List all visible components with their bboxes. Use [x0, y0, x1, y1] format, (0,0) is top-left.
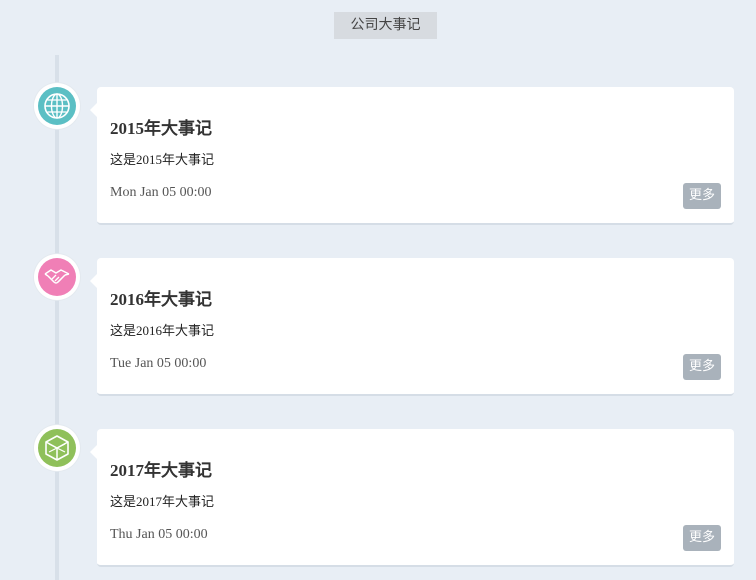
- more-button[interactable]: 更多: [683, 354, 721, 380]
- event-title: 2015年大事记: [110, 119, 212, 138]
- timeline-node-2015: [34, 83, 80, 129]
- event-title: 2016年大事记: [110, 290, 212, 309]
- event-title: 2017年大事记: [110, 461, 212, 480]
- event-date: Thu Jan 05 00:00: [110, 527, 208, 542]
- handshake-icon: [38, 258, 76, 296]
- page-title: 公司大事记: [334, 12, 437, 39]
- event-description: 这是2016年大事记: [110, 323, 215, 338]
- more-button[interactable]: 更多: [683, 183, 721, 209]
- event-description: 这是2017年大事记: [110, 494, 215, 509]
- cube-icon: [38, 429, 76, 467]
- event-description: 这是2015年大事记: [110, 152, 215, 167]
- event-card-2017: 2017年大事记 这是2017年大事记 Thu Jan 05 00:00 更多: [90, 429, 734, 567]
- event-card-2015: 2015年大事记 这是2015年大事记 Mon Jan 05 00:00 更多: [90, 87, 734, 225]
- timeline-node-2017: [34, 425, 80, 471]
- more-button[interactable]: 更多: [683, 525, 721, 551]
- timeline-line: [55, 55, 59, 580]
- event-date: Mon Jan 05 00:00: [110, 185, 212, 200]
- event-date: Tue Jan 05 00:00: [110, 356, 207, 371]
- timeline-node-2016: [34, 254, 80, 300]
- globe-icon: [38, 87, 76, 125]
- event-card-2016: 2016年大事记 这是2016年大事记 Tue Jan 05 00:00 更多: [90, 258, 734, 396]
